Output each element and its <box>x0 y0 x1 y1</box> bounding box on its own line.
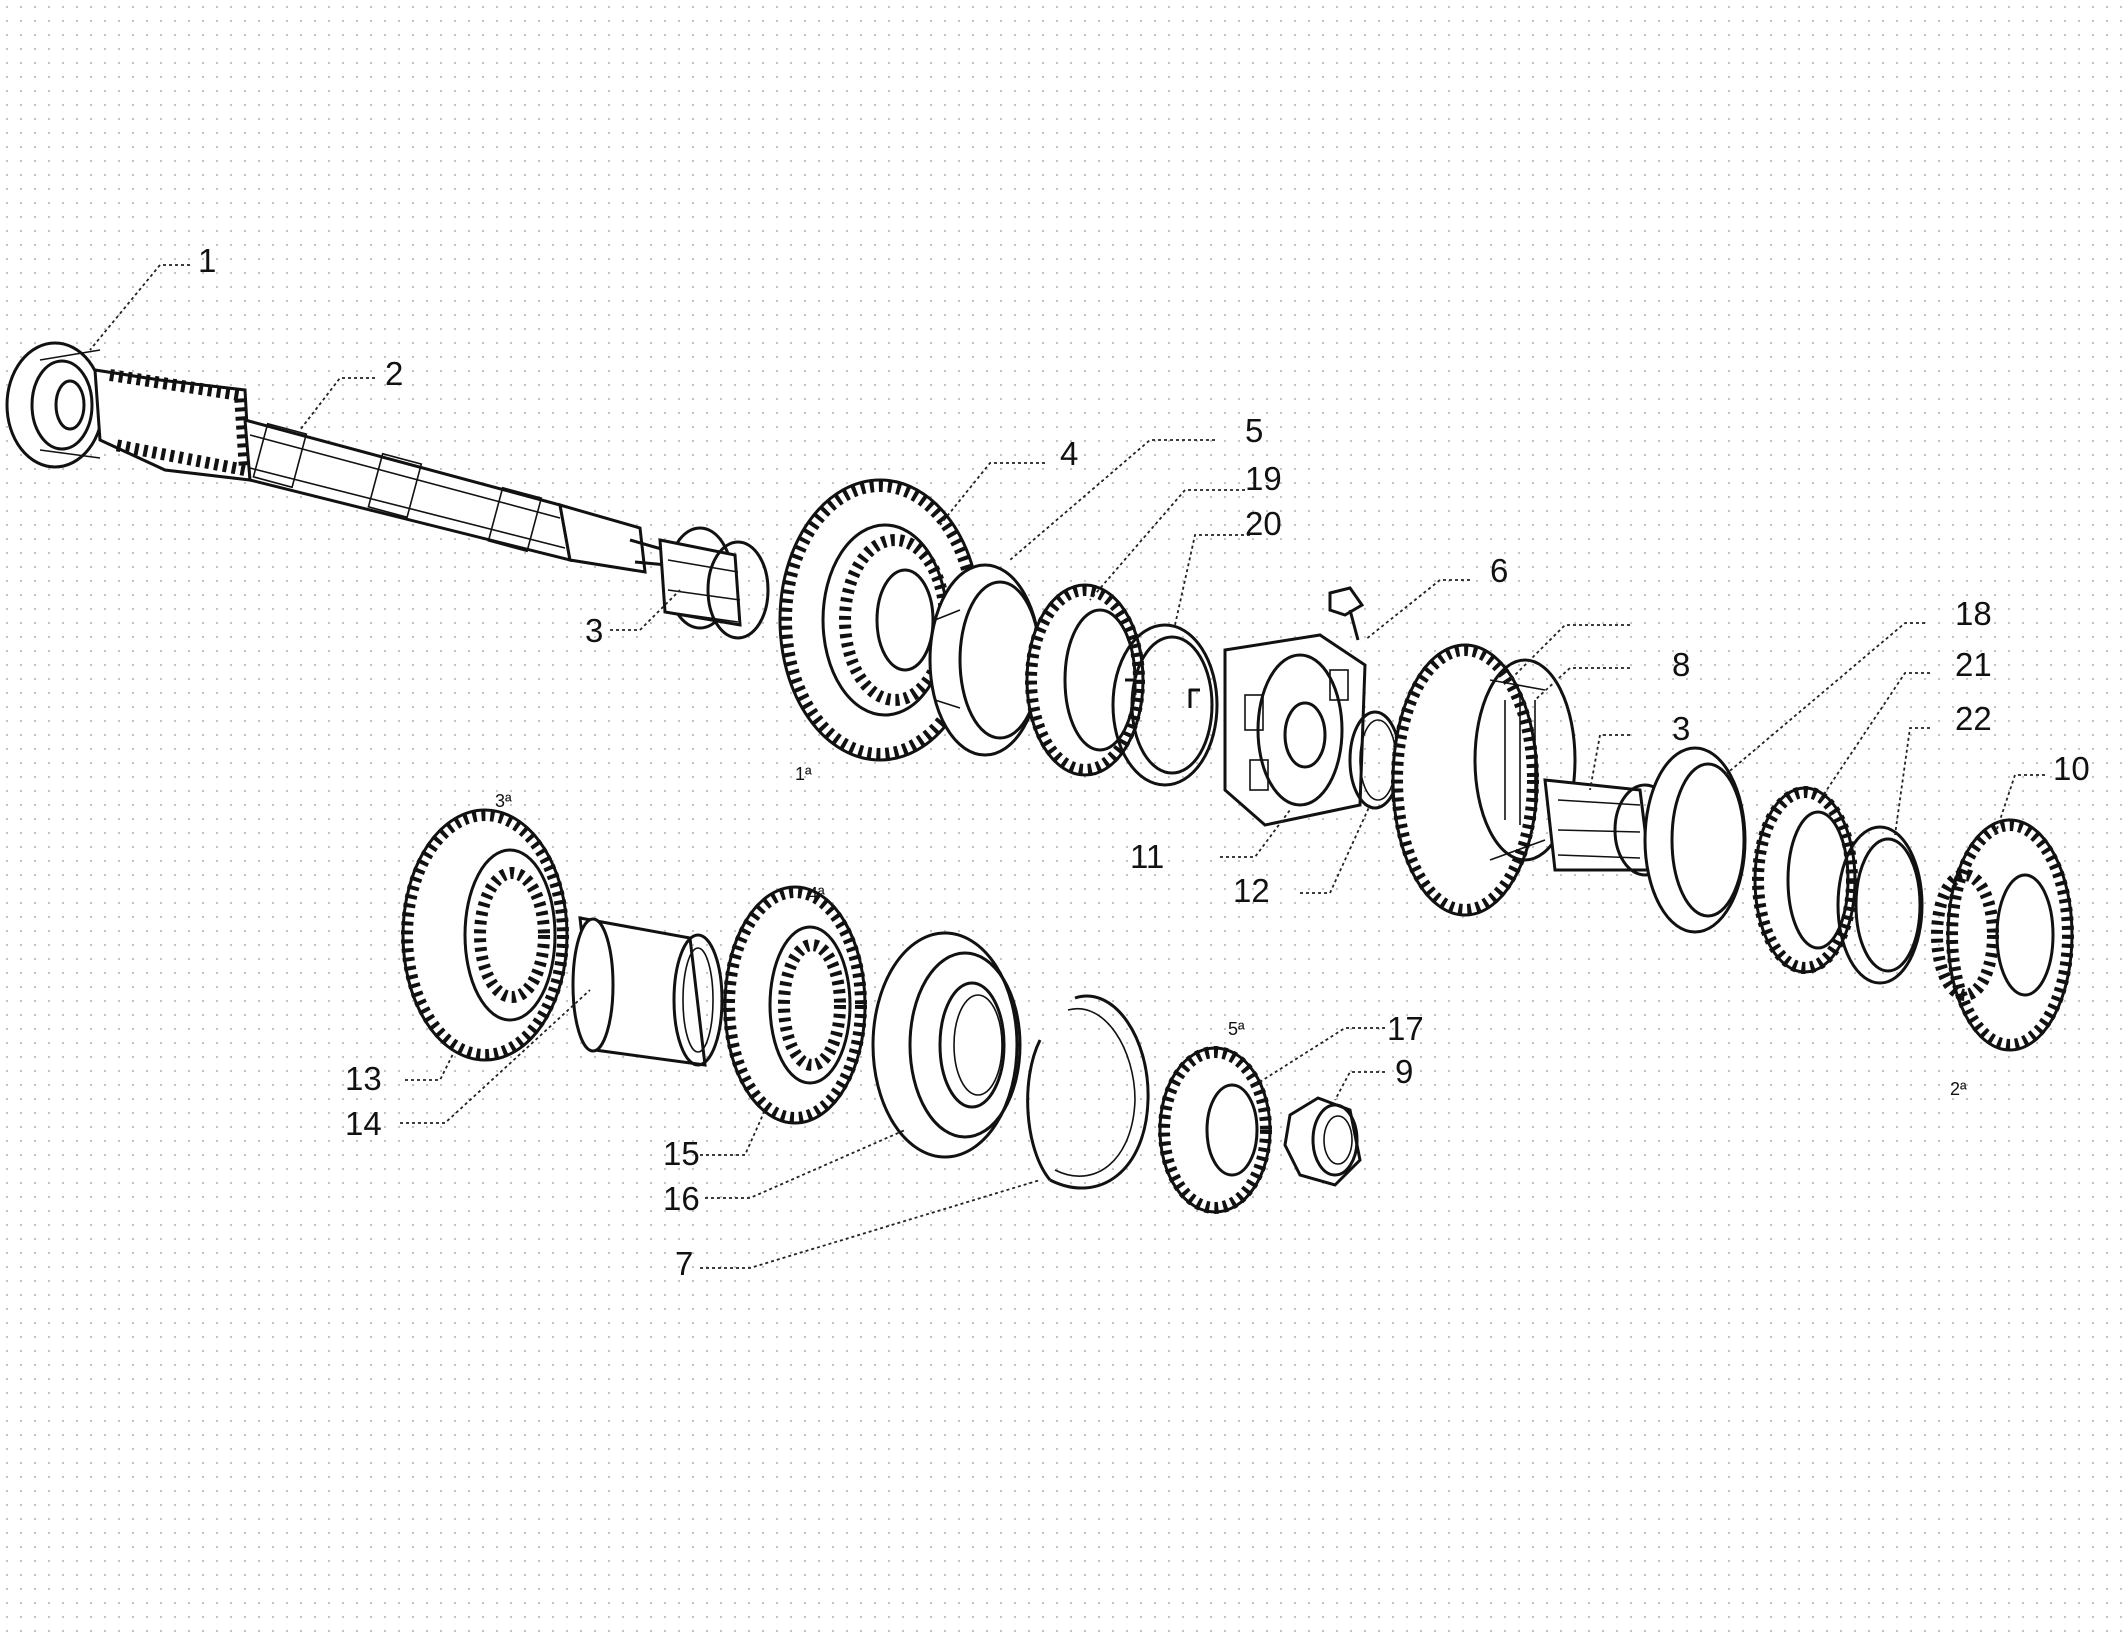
gear-label-second: 2ª <box>1950 1079 1967 1099</box>
callout-numbers: 1 2 3 4 5 19 20 6 18 8 21 3 22 10 11 12 … <box>198 242 2090 1282</box>
callout-2: 2 <box>385 355 403 392</box>
callout-8: 8 <box>1672 646 1690 683</box>
callout-14: 14 <box>345 1105 382 1142</box>
callout-19: 19 <box>1245 460 1282 497</box>
callout-15: 15 <box>663 1135 700 1172</box>
part-9-nut <box>1283 1096 1362 1187</box>
callout-4: 4 <box>1060 435 1078 472</box>
gear-label-first: 1ª <box>795 764 812 784</box>
part-15-fourth-gear <box>723 885 867 1125</box>
part-16-ball-bearing <box>871 931 1022 1159</box>
gear-label-fifth: 5ª <box>1228 1019 1245 1039</box>
part-7-circlip <box>1026 994 1150 1190</box>
part-8-sliding-sleeve <box>1391 643 1577 917</box>
callout-16: 16 <box>663 1180 700 1217</box>
callout-22: 22 <box>1955 700 1992 737</box>
part-1-bearing <box>5 341 105 469</box>
callout-9: 9 <box>1395 1053 1413 1090</box>
part-2-main-shaft <box>93 368 669 574</box>
callout-11: 11 <box>1130 838 1164 875</box>
callout-17: 17 <box>1387 1010 1424 1047</box>
part-5-synchro-ring <box>928 563 1042 757</box>
gear-label-third: 3ª <box>495 791 512 811</box>
part-11-synchro-hub <box>1223 633 1367 827</box>
callout-1: 1 <box>198 242 216 279</box>
callout-12: 12 <box>1233 872 1270 909</box>
part-10-second-gear <box>1931 818 2074 1052</box>
part-22-locking-ring <box>1836 825 1924 985</box>
callout-18: 18 <box>1955 595 1992 632</box>
callout-5: 5 <box>1245 412 1263 449</box>
part-13-third-gear <box>401 808 569 1062</box>
part-17-fifth-gear <box>1158 1046 1272 1214</box>
part-18-synchro-ring <box>1643 746 1747 934</box>
part-14-bushing <box>571 916 724 1067</box>
callout-3-lower: 3 <box>1672 710 1690 747</box>
part-21-synchro-cone <box>1752 786 1858 974</box>
leader-lines <box>89 264 2045 1269</box>
callout-13: 13 <box>345 1060 382 1097</box>
callout-7: 7 <box>675 1245 693 1282</box>
part-6-detent-pin <box>1328 586 1365 641</box>
gear-label-fourth: 4ª <box>808 884 825 904</box>
callout-21: 21 <box>1955 646 1992 683</box>
callout-20: 20 <box>1245 505 1282 542</box>
part-3-needle-bearing-upper <box>658 526 770 640</box>
callout-3-upper: 3 <box>585 612 603 649</box>
part-20-locking-ring <box>1111 623 1219 787</box>
callout-6: 6 <box>1490 552 1508 589</box>
callout-10: 10 <box>2053 750 2090 787</box>
